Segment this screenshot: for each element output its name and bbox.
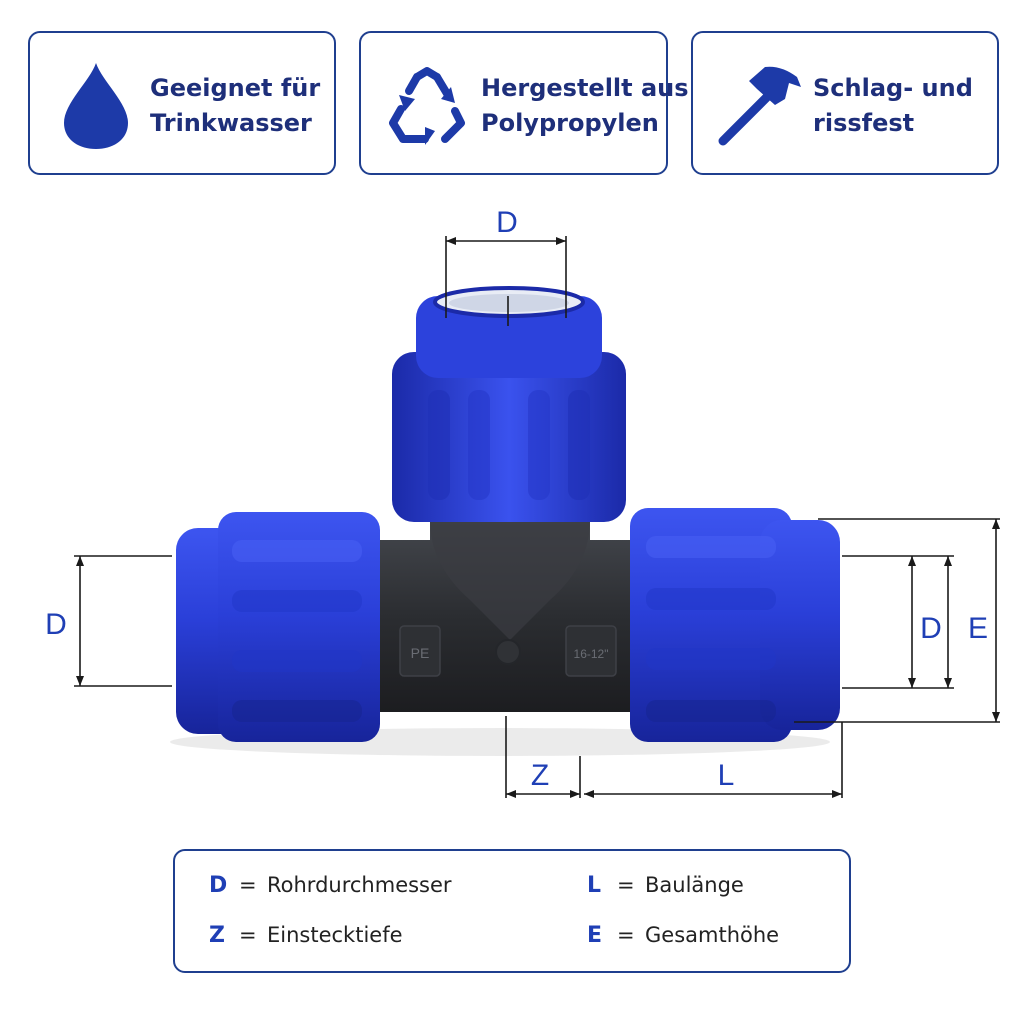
feature-line: Schlag- und — [813, 74, 973, 102]
legend-row-l: L = Baulänge — [587, 873, 744, 898]
dimension-legend: D = Rohrdurchmesser L = Baulänge Z = Einsteckt… — [173, 849, 851, 973]
size-marking: 16-12" — [574, 647, 609, 661]
legend-equals: = — [239, 873, 257, 897]
feature-text: Schlag- und rissfest — [813, 71, 987, 141]
feature-line: Trinkwasser — [150, 109, 312, 137]
legend-label: Gesamthöhe — [645, 923, 780, 947]
legend-equals: = — [239, 923, 257, 947]
dim-label-l: L — [718, 759, 735, 792]
dimension-arrows — [76, 237, 1000, 798]
feature-polypropylene: Hergestellt aus Polypropylen — [359, 31, 689, 175]
legend-row-d: D = Rohrdurchmesser — [209, 873, 452, 898]
left-union-nut — [176, 512, 380, 742]
tee-fitting-diagram: PE 16-12" — [45, 206, 1000, 798]
feature-line: Geeignet für — [150, 74, 321, 102]
legend-symbol: E — [587, 923, 603, 948]
hammer-icon — [713, 59, 805, 151]
legend-symbol: D — [209, 873, 228, 898]
feature-drinking-water: Geeignet für Trinkwasser — [28, 31, 336, 175]
size-label-plate — [565, 625, 617, 677]
dim-label-left-d: D — [45, 608, 67, 641]
feature-text: Geeignet für Trinkwasser — [150, 71, 324, 141]
legend-label: Rohrdurchmesser — [267, 873, 452, 897]
feature-line: Polypropylen — [481, 109, 659, 137]
feature-text: Hergestellt aus Polypropylen — [481, 71, 689, 141]
legend-row-z: Z = Einstecktiefe — [209, 923, 403, 948]
feature-line: rissfest — [813, 109, 915, 137]
fitting-body-branch — [430, 520, 590, 640]
top-union-nut — [392, 286, 626, 522]
legend-label: Einstecktiefe — [267, 923, 403, 947]
feature-impact-resistant: Schlag- und rissfest — [691, 31, 999, 175]
pe-label-plate — [399, 625, 441, 677]
legend-symbol: Z — [209, 923, 225, 948]
legend-equals: = — [617, 923, 635, 947]
legend-label: Baulänge — [645, 873, 744, 897]
dimension-lines — [74, 236, 1000, 798]
fitting-center-mark — [495, 639, 521, 665]
dim-label-right-d: D — [920, 612, 942, 645]
recycle-icon — [381, 59, 473, 151]
pe-marking: PE — [411, 645, 430, 661]
right-union-nut — [630, 508, 840, 742]
dim-label-top-d: D — [496, 206, 518, 239]
dim-label-z: Z — [531, 759, 549, 792]
dim-label-right-e: E — [968, 612, 988, 645]
legend-equals: = — [617, 873, 635, 897]
legend-row-e: E = Gesamthöhe — [587, 923, 779, 948]
water-drop-icon — [50, 59, 142, 151]
feature-line: Hergestellt aus — [481, 74, 689, 102]
legend-symbol: L — [587, 873, 602, 898]
